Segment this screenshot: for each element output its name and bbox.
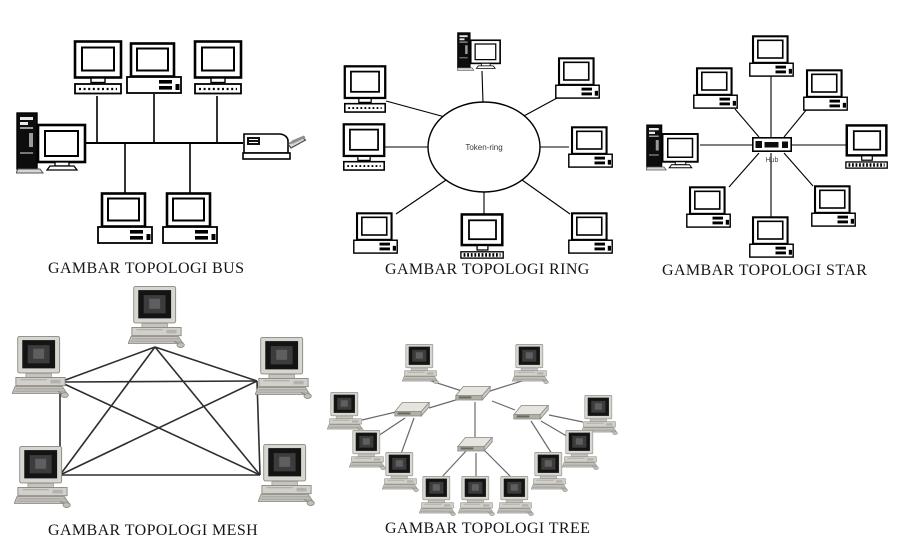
caption-tree: GAMBAR TOPOLOGI TREE (385, 520, 591, 537)
computer-icon (12, 336, 69, 398)
switch-icon (455, 386, 491, 401)
computer-icon (353, 212, 398, 254)
computer-icon (458, 476, 495, 516)
computer-icon (568, 212, 613, 254)
computer-icon (14, 446, 71, 508)
ring-ellipse (427, 101, 541, 193)
computer-icon (382, 452, 419, 492)
computer-icon (803, 69, 848, 111)
ring-cables (384, 70, 571, 215)
computer-icon (562, 430, 599, 470)
computer-icon (402, 344, 439, 384)
switch-icon (394, 402, 430, 417)
bus-cables (84, 94, 243, 193)
computer-icon (342, 123, 386, 172)
token-ring-label: Token-ring (465, 143, 502, 152)
computer-icon (686, 186, 731, 228)
computer-icon (555, 57, 600, 99)
computer-icon (327, 392, 364, 432)
computer-icon (258, 444, 315, 506)
server-icon (457, 32, 501, 71)
computer-icon (73, 40, 123, 95)
caption-bus: GAMBAR TOPOLOGI BUS (48, 260, 245, 277)
computer-icon (162, 192, 218, 244)
switch-icon (457, 437, 493, 452)
computer-icon (193, 40, 243, 95)
server-icon (646, 124, 699, 171)
computer-icon (845, 124, 889, 170)
computer-icon (128, 286, 185, 348)
mesh-cables (59, 346, 261, 476)
bus-topology-diagram (16, 40, 307, 244)
hub-label: Hub (766, 157, 779, 164)
computer-icon (97, 192, 153, 244)
computer-icon (749, 35, 794, 77)
computer-icon (460, 213, 505, 260)
star-cables (700, 75, 846, 217)
computer-icon (126, 42, 182, 94)
hub-icon (752, 137, 792, 152)
computer-icon (255, 337, 312, 399)
computer-icon (419, 476, 456, 516)
ring-topology-diagram: Token-ring (342, 32, 613, 260)
computer-icon (349, 430, 386, 470)
computer-icon (512, 344, 549, 384)
computer-icon (568, 126, 613, 168)
computer-icon (693, 67, 738, 109)
caption-ring: GAMBAR TOPOLOGI RING (385, 261, 590, 278)
computer-icon (811, 185, 856, 227)
cursor-artifact (289, 135, 306, 144)
server-icon (16, 112, 87, 174)
caption-star: GAMBAR TOPOLOGI STAR (662, 262, 868, 279)
caption-mesh: GAMBAR TOPOLOGI MESH (48, 522, 259, 539)
tree-topology-diagram (327, 344, 618, 516)
computer-icon (581, 395, 618, 435)
computer-icon (343, 65, 387, 114)
switch-icon (513, 405, 549, 420)
computer-icon (497, 476, 534, 516)
mesh-topology-diagram (12, 286, 315, 508)
computer-icon (749, 216, 794, 258)
star-topology-diagram: Hub (646, 35, 889, 258)
computer-icon (531, 452, 568, 492)
